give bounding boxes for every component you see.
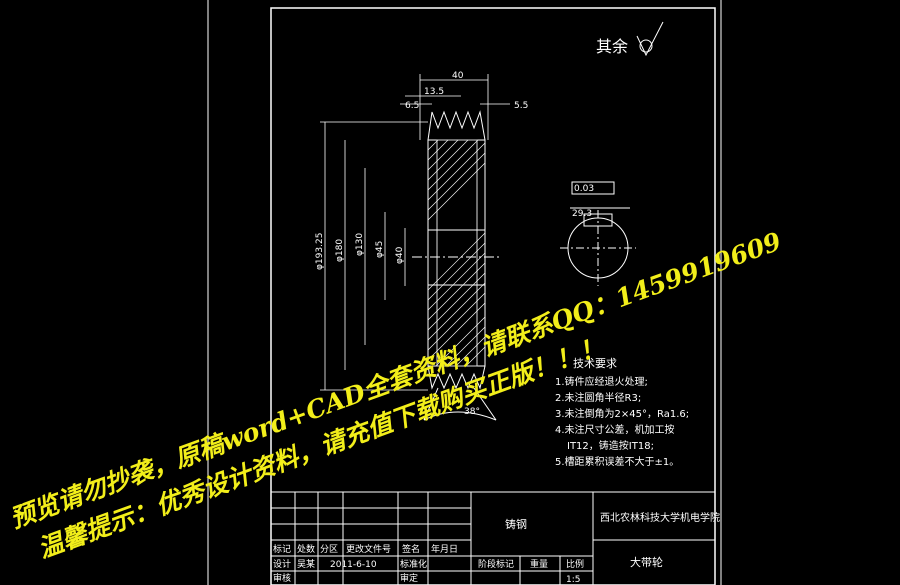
sheet-frame (207, 0, 722, 585)
header-cell: 签名 (402, 543, 420, 555)
technical-requirements: 技术要求 1.铸件应经退火处理; 2.未注圆角半径R3; 3.未注倒角为2×45… (555, 357, 689, 468)
stage-label: 比例 (566, 558, 584, 570)
dim-dia-inner: φ45 (375, 241, 385, 258)
scale-value: 1:5 (566, 575, 580, 585)
vertical-dimensions (320, 121, 428, 391)
header-cell: 标记 (273, 543, 291, 555)
header-cell: 分区 (320, 544, 338, 555)
dim-total-width: 40 (452, 71, 464, 81)
header-cell: 更改文件号 (346, 543, 391, 555)
watermark-line-1: 预览请勿抄袭，原稿word+CAD全套资料，请联系QQ：1459919609 (6, 227, 785, 534)
title-block (270, 491, 716, 585)
row-cell: 审定 (400, 572, 418, 584)
roughness-symbol: 其余 (596, 21, 664, 57)
dim-dia-outer: φ193.25 (315, 233, 325, 270)
dim-groove-angle: 38° (464, 407, 480, 417)
notes-heading: 技术要求 (573, 357, 617, 370)
stage-label: 重量 (530, 558, 548, 570)
header-cell: 处数 (297, 543, 315, 555)
horizontal-dimensions (400, 74, 510, 140)
row-cell: 吴某 (297, 559, 315, 570)
keyway-tolerance: 0.03 (574, 184, 594, 194)
row-cell: 标准化 (400, 558, 427, 570)
title-school: 西北农林科技大学机电学院 (600, 511, 720, 524)
keyway-view (560, 181, 636, 286)
title-part-name: 大带轮 (630, 555, 663, 569)
dim-dia-hub: φ130 (355, 233, 365, 256)
note-item: 3.未注倒角为2×45°，Ra1.6; (555, 407, 689, 420)
title-material: 铸钢 (505, 517, 527, 531)
note-item: 5.槽距累积误差不大于±1。 (555, 455, 679, 468)
dim-hub-offset: 13.5 (424, 87, 444, 97)
row-cell: 审核 (273, 572, 291, 584)
roughness-note: 其余 (596, 37, 628, 56)
title-block-headers: 标记 处数 分区 更改文件号 签名 年月日 设计 吴某 2011-6-10 标准… (273, 543, 584, 585)
row-cell: 2011-6-10 (330, 560, 377, 570)
pulley-section-view (412, 110, 500, 421)
dim-dia-pitch: φ180 (335, 239, 345, 262)
dim-groove-pitch-left: 6.5 (405, 101, 419, 111)
keyway-depth: 29.3 (572, 209, 592, 219)
note-item: 4.未注尺寸公差，机加工按 (555, 423, 675, 436)
header-cell: 年月日 (431, 543, 458, 555)
row-cell: 设计 (273, 558, 291, 570)
stage-label: 阶段标记 (478, 558, 514, 570)
dim-groove-pitch-right: 5.5 (514, 101, 528, 111)
note-item: 2.未注圆角半径R3; (555, 391, 641, 404)
note-item: 1.铸件应经退火处理; (555, 375, 648, 388)
dim-dia-bore: φ40 (395, 246, 405, 264)
note-item: IT12，铸造按IT18; (567, 439, 654, 452)
